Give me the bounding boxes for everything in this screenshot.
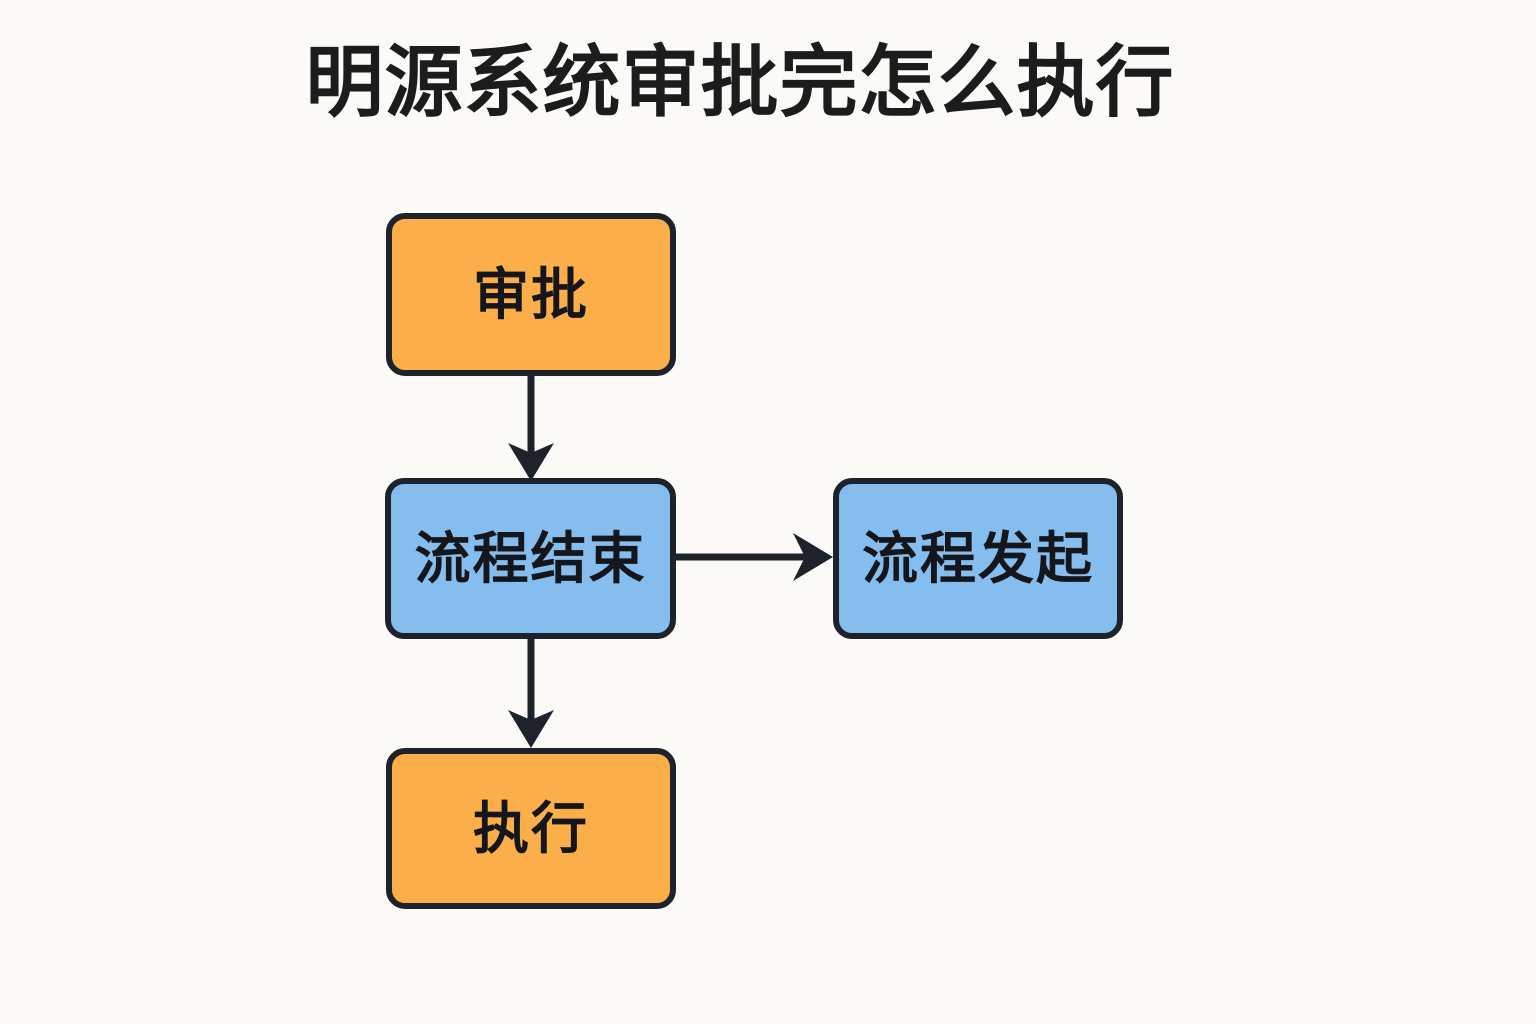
- flow-node-process-start[interactable]: 流程发起: [833, 478, 1123, 639]
- flow-node-execute-label: 执行: [473, 796, 589, 860]
- flow-node-process-start-label: 流程发起: [862, 526, 1094, 590]
- edge-process-end-to-process-start: [676, 533, 833, 581]
- edge-approval-to-process-end: [508, 376, 554, 481]
- flow-node-execute[interactable]: 执行: [386, 748, 676, 909]
- edge-process-end-to-execute: [508, 639, 554, 748]
- flow-node-process-end-label: 流程结束: [414, 526, 647, 590]
- page-title: 明源系统审批完怎么执行: [305, 38, 1175, 126]
- flow-node-approval-label: 审批: [473, 262, 589, 326]
- flow-node-approval[interactable]: 审批: [386, 213, 676, 376]
- flow-node-process-end[interactable]: 流程结束: [385, 478, 676, 639]
